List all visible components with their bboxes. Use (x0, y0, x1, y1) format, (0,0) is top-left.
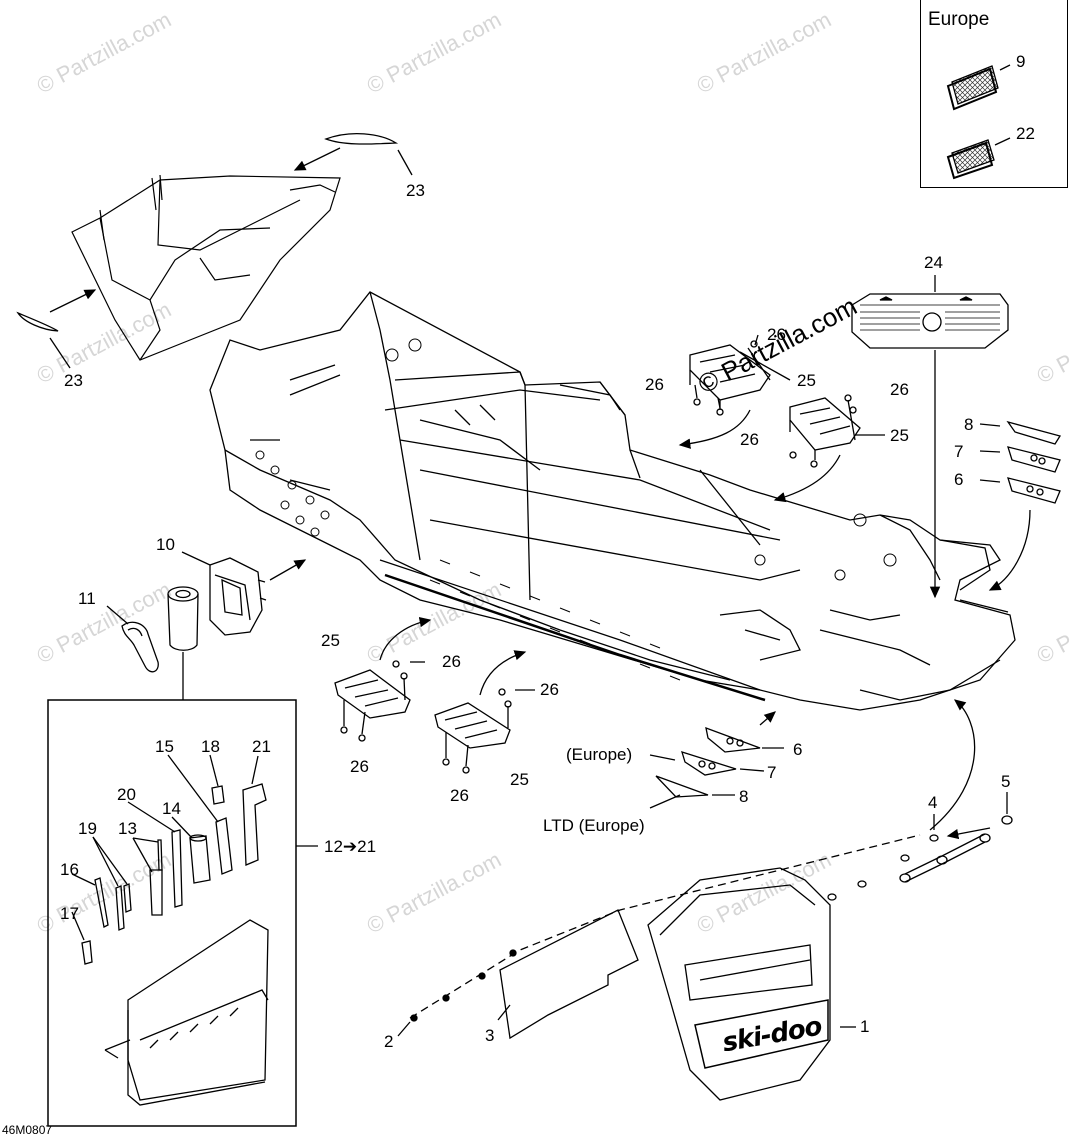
label-9: 9 (1016, 52, 1026, 71)
label-6-lower: 6 (793, 740, 803, 759)
decal-6-icon (1007, 477, 1061, 504)
fasteners-5 (899, 815, 1013, 883)
label-3: 3 (485, 1026, 495, 1045)
tunnel-slots (429, 559, 681, 681)
label-14: 14 (162, 799, 181, 818)
label-26-g: 26 (350, 757, 369, 776)
tool-15-wrench (215, 817, 233, 875)
footrest-25-upper-b (789, 397, 861, 460)
plate-3 (499, 909, 639, 1040)
note-europe: (Europe) (566, 745, 633, 764)
console-panel (71, 174, 341, 361)
label-26-b: 26 (645, 375, 664, 394)
label-23-left: 23 (64, 371, 83, 390)
label-16: 16 (60, 860, 79, 879)
europe-inset-box (920, 0, 1068, 188)
label-20: 20 (117, 785, 136, 804)
snow-flap-1 (647, 867, 831, 1101)
tool-13-screwdriver (149, 839, 163, 916)
decal-7-icon (1007, 446, 1061, 473)
footrest-25-lower-a (334, 669, 411, 719)
sticker-23-left (16, 311, 59, 332)
fasteners-4 (827, 834, 939, 901)
label-1: 1 (860, 1017, 870, 1036)
tool-18-clip (211, 785, 225, 805)
bracket-10 (209, 557, 267, 636)
tool-21-spanner (242, 783, 267, 866)
label-4: 4 (928, 793, 938, 812)
label-10: 10 (156, 535, 175, 554)
note-ltd-europe: LTD (Europe) (543, 816, 645, 835)
grille-9-icon (946, 65, 999, 111)
label-17: 17 (60, 904, 79, 923)
warning-label-24 (851, 293, 1009, 349)
tool-bag-cylinder (167, 586, 199, 651)
label-24: 24 (924, 253, 943, 272)
tool-19-hex-keys (115, 883, 132, 931)
label-7-lower: 7 (767, 763, 777, 782)
tool-pouch (104, 919, 269, 1106)
label-25-c: 25 (321, 631, 340, 650)
label-2: 2 (384, 1032, 394, 1051)
label-25-a: 25 (797, 371, 816, 390)
tool-16-hex-key (94, 877, 109, 928)
drawing-code: 46M0807 (2, 1123, 53, 1137)
tunnel-chassis (209, 291, 1016, 711)
footrest-25-upper-a (689, 344, 771, 410)
strap-11 (121, 621, 159, 673)
label-25-b: 25 (890, 426, 909, 445)
label-26-h: 26 (450, 786, 469, 805)
decal-8-icon (1006, 420, 1062, 445)
label-5: 5 (1001, 772, 1011, 791)
label-13: 13 (118, 819, 137, 838)
label-8-right: 8 (964, 415, 974, 434)
label-11: 11 (78, 589, 96, 608)
label-7-right: 7 (954, 442, 964, 461)
chassis-holes (255, 338, 897, 581)
tool-kit-box (47, 699, 297, 1127)
label-15: 15 (155, 737, 174, 756)
label-25-d: 25 (510, 770, 529, 789)
decal-7-lower-icon (681, 751, 737, 776)
label-26-e: 26 (442, 652, 461, 671)
tool-14-socket (189, 834, 211, 884)
europe-inset-title: Europe (928, 9, 990, 30)
label-6-right: 6 (954, 470, 964, 489)
decal-8-lower-icon (655, 775, 709, 798)
label-18: 18 (201, 737, 220, 756)
label-tool-kit-range: 12➔21 (324, 837, 377, 856)
label-26-f: 26 (540, 680, 559, 699)
label-19: 19 (78, 819, 97, 838)
label-8-lower: 8 (739, 787, 749, 806)
label-23-top: 23 (406, 181, 425, 200)
label-26-a: 26 (767, 325, 786, 344)
label-26-c: 26 (890, 380, 909, 399)
grille-22-icon (946, 139, 995, 180)
tool-17-small-part (81, 940, 93, 965)
tool-20-rod (171, 829, 183, 908)
label-21: 21 (252, 737, 271, 756)
label-26-d: 26 (740, 430, 759, 449)
sticker-23-top (324, 133, 399, 145)
footrest-25-lower-b (434, 702, 511, 749)
label-22: 22 (1016, 124, 1035, 143)
